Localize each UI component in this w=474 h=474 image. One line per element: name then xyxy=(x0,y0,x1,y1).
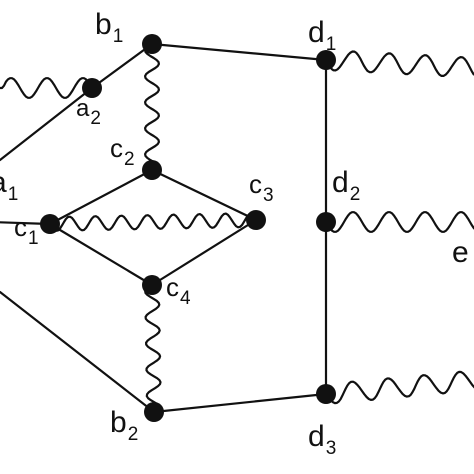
node-b2 xyxy=(144,402,164,422)
edge-c2-c3 xyxy=(150,168,258,222)
label-b1: b1 xyxy=(95,8,123,47)
node-d1 xyxy=(316,50,336,70)
label-c2: c2 xyxy=(110,133,135,170)
node-c4 xyxy=(142,275,162,295)
edge-c1-c4 xyxy=(48,222,154,287)
label-c4: c4 xyxy=(166,272,191,309)
edge-b2-d3 xyxy=(152,392,328,414)
wavy-edge-d1-right xyxy=(324,50,474,77)
edge-a2-left xyxy=(0,86,94,162)
label-e: e xyxy=(452,236,469,269)
node-d2 xyxy=(316,212,336,232)
wavy-edge-d3-right xyxy=(324,370,474,405)
label-a2: a2 xyxy=(76,95,101,129)
wavy-edge-c4-b2 xyxy=(144,283,162,414)
label-d1: d1 xyxy=(308,16,336,55)
node-d3 xyxy=(316,384,336,404)
edge-b2-left xyxy=(0,290,156,414)
node-c1 xyxy=(40,214,60,234)
wavy-edge-d2-right xyxy=(324,211,474,233)
edge-c3-c4 xyxy=(150,218,258,287)
label-c3: c3 xyxy=(249,169,274,206)
wavy-edge-a2-left xyxy=(0,77,94,99)
wavy-edge-c1-c3 xyxy=(48,212,258,232)
node-a2 xyxy=(82,78,102,98)
label-b2: b2 xyxy=(110,406,138,445)
wavy-edge-b1-c2 xyxy=(144,42,160,172)
node-c3 xyxy=(246,210,266,230)
node-c2 xyxy=(142,160,162,180)
edge-c2-c1 xyxy=(48,168,154,226)
label-d3: d3 xyxy=(308,420,336,459)
label-a1: a1 xyxy=(0,166,18,205)
edge-b1-d1 xyxy=(150,42,328,62)
edge-c1-left xyxy=(0,221,52,226)
edge-b1-a2 xyxy=(90,42,154,90)
label-d2: d2 xyxy=(332,166,360,205)
label-c1: c1 xyxy=(14,212,39,249)
node-b1 xyxy=(142,34,162,54)
